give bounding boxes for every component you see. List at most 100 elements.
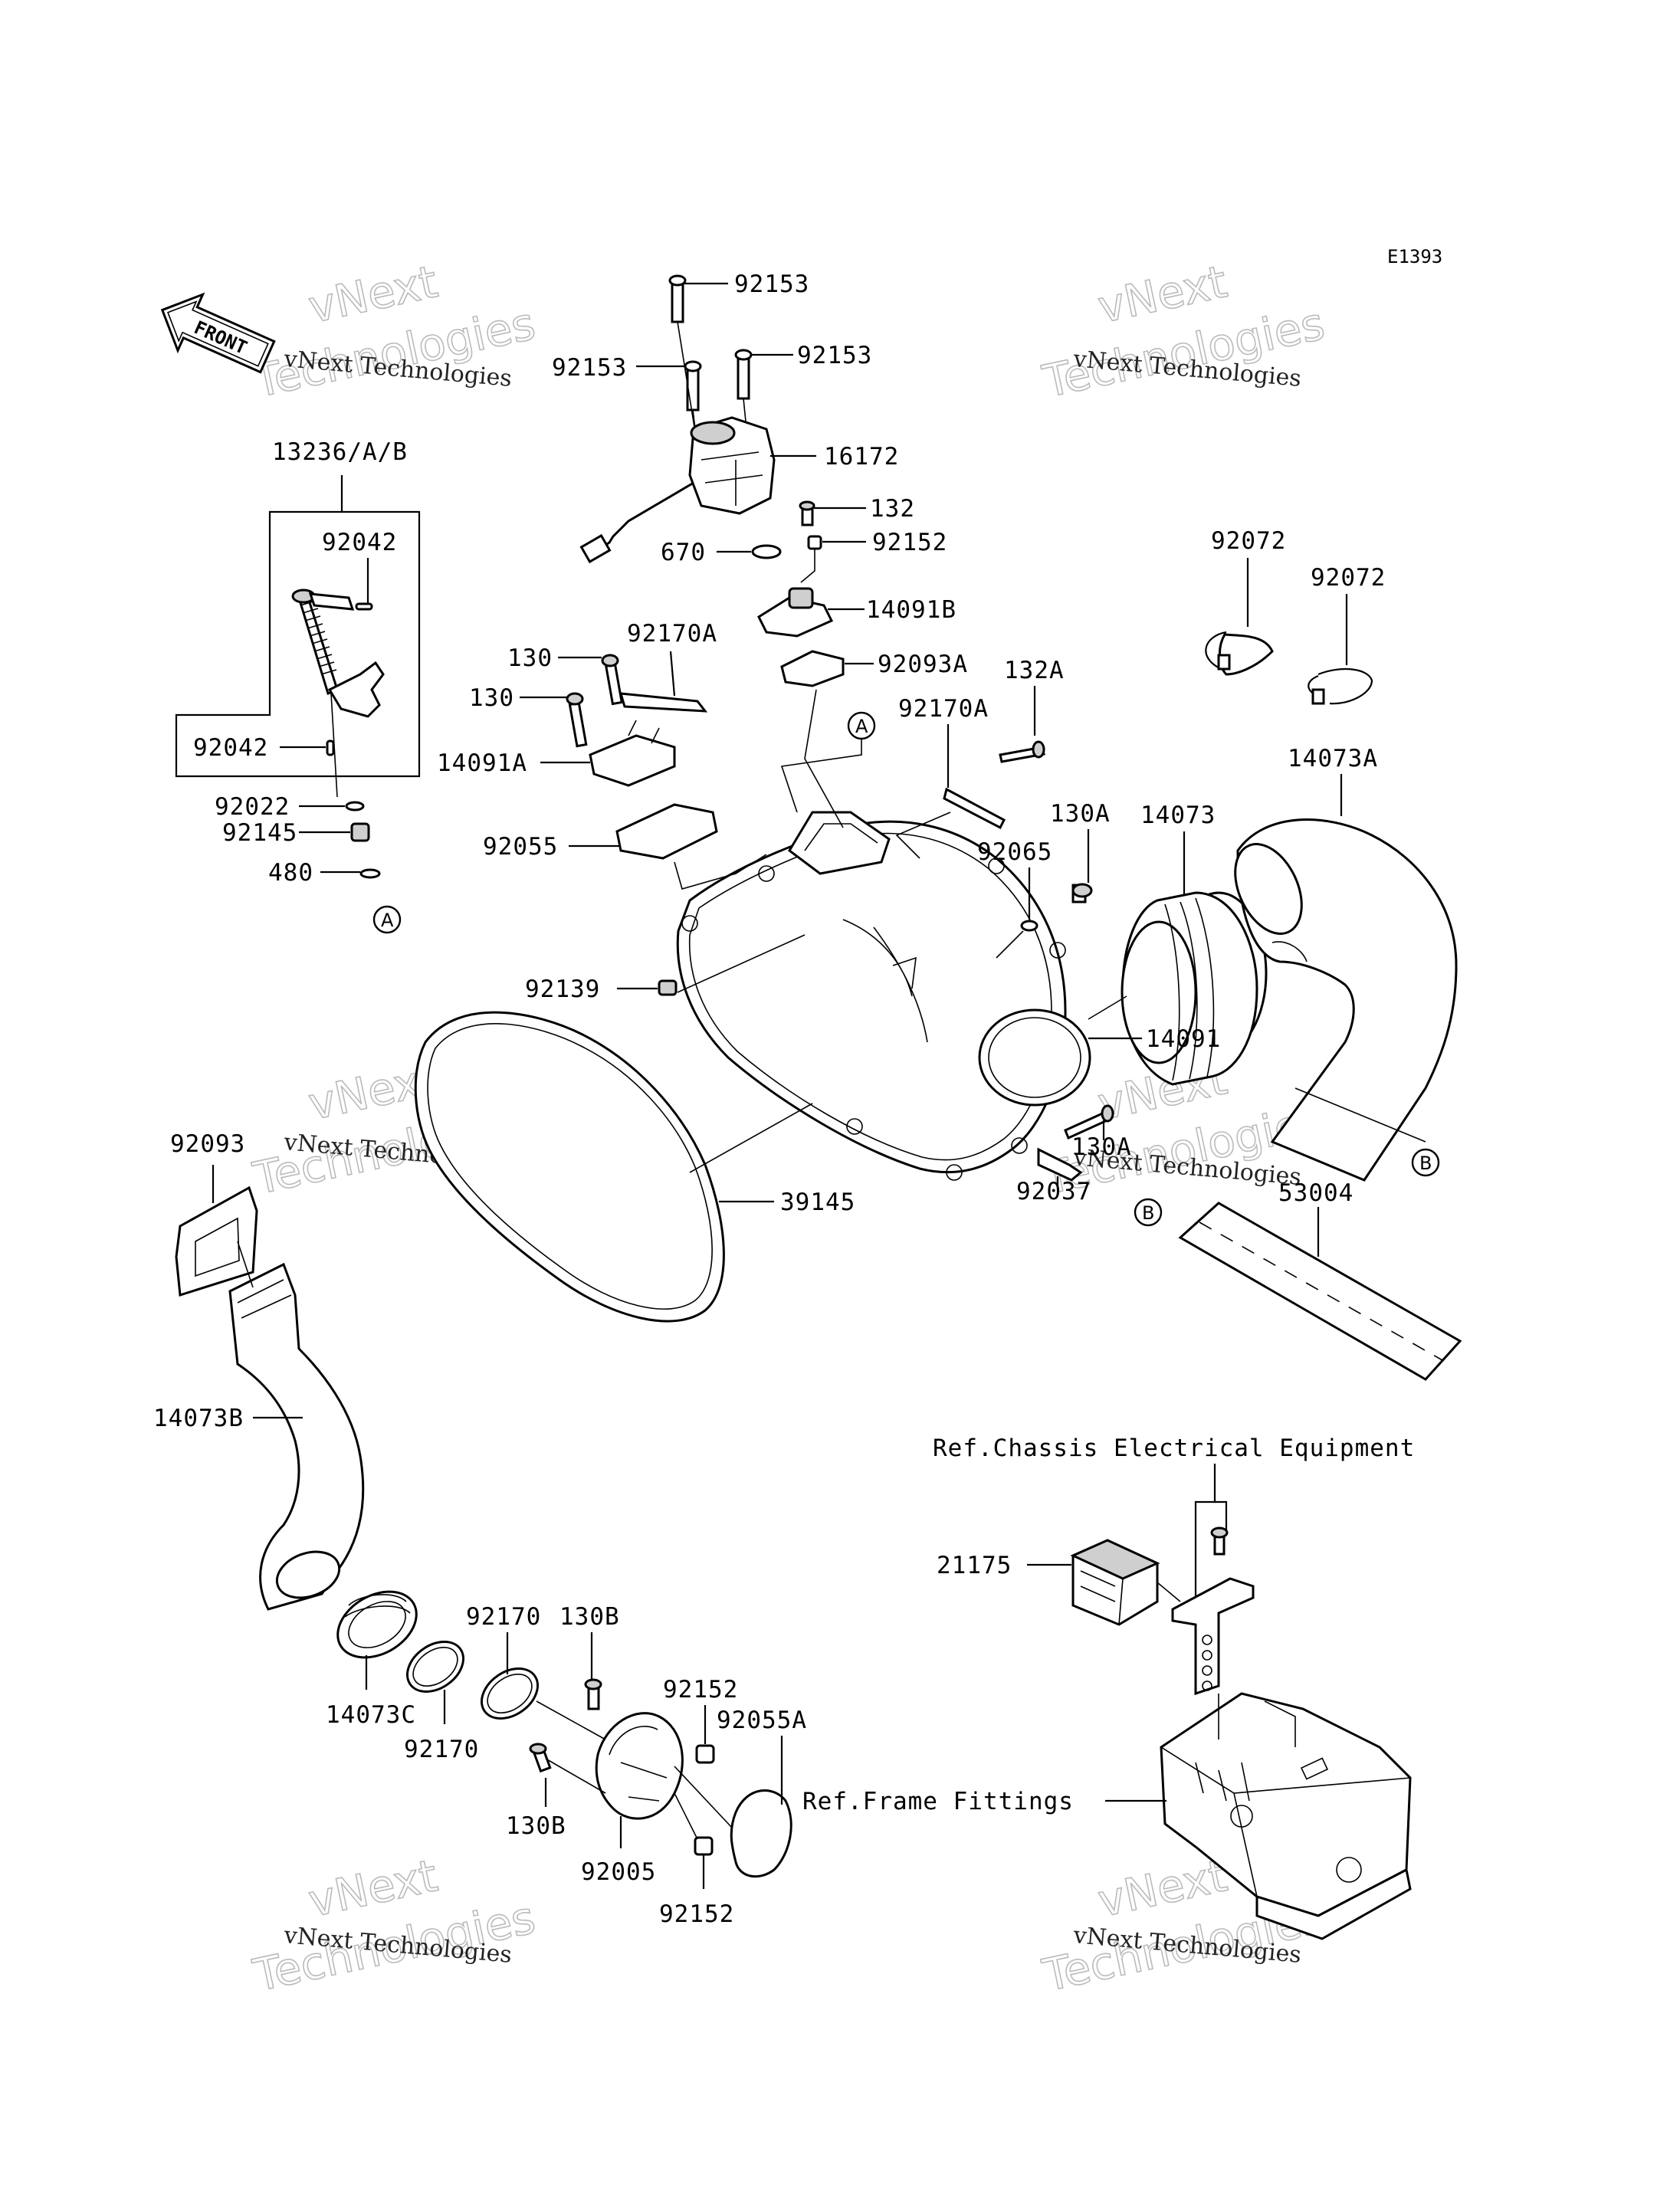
guide-92005-c: [674, 1766, 733, 1828]
cover-14091A: [589, 734, 676, 787]
duct-14073A: [1234, 818, 1458, 1182]
strap-92170A-left: [619, 692, 708, 713]
gasket-92055A: [730, 1789, 792, 1878]
front-arrow: FRONT: [160, 292, 276, 374]
label-21175: 21175: [937, 1552, 1012, 1579]
label-92022: 92022: [215, 793, 290, 821]
label-130B-top: 130B: [559, 1603, 620, 1631]
duct-coupler-14073: [1121, 891, 1268, 1086]
bolt-130-b: [568, 701, 588, 748]
fitting-92005-detail: [609, 1726, 668, 1802]
leader-ref-chassis-2: [1215, 1500, 1228, 1531]
clamp-92072-a-band: [1205, 631, 1227, 672]
washer-92022: [345, 801, 365, 812]
label-92042-bot: 92042: [193, 734, 268, 762]
bracket-13236: [175, 475, 421, 778]
guide-92170A: [895, 812, 951, 859]
label-92139: 92139: [525, 976, 600, 1003]
bolt-head-left: [684, 360, 702, 372]
boss-6: [946, 1164, 963, 1181]
label-92145: 92145: [222, 819, 297, 847]
pin-92042-bot: [326, 739, 335, 756]
seal-39145-inner: [427, 1023, 713, 1310]
clamp-92072-b-band: [1317, 667, 1373, 705]
callout-label: A: [855, 716, 868, 737]
label-130-a: 130: [507, 644, 553, 672]
cover-14091B-boss: [788, 587, 814, 609]
gasket-92093A: [780, 650, 845, 687]
coupler-14073C-rings: [344, 1594, 411, 1618]
ecu-21175-detail: [1080, 1570, 1124, 1625]
guide-92139: [677, 934, 806, 993]
fork: [327, 661, 385, 718]
label-14073C: 14073C: [326, 1701, 416, 1729]
boss-2: [758, 865, 775, 882]
bracket-hole-2: [1202, 1650, 1212, 1661]
front-arrow-icon: [160, 292, 276, 374]
label-92152-bot: 92152: [659, 1900, 734, 1928]
sheet-53004-dash: [1199, 1221, 1443, 1361]
intake-port: [788, 811, 891, 875]
cover-14091A-detail: [628, 720, 660, 744]
label-92153-left: 92153: [552, 354, 627, 382]
coupler-14073C: [336, 1590, 418, 1659]
label-480: 480: [268, 859, 313, 887]
label-92005: 92005: [581, 1858, 656, 1886]
spring-92145: [350, 822, 370, 842]
clamp-92170-b-inner: [487, 1674, 533, 1713]
callout-B-right: B: [1411, 1148, 1440, 1177]
clamp-92170-b: [481, 1667, 539, 1720]
label-92152-mid: 92152: [663, 1676, 738, 1703]
connector: [579, 533, 612, 564]
label-92153-top: 92153: [734, 271, 809, 298]
ring-480: [359, 868, 381, 879]
label-132A: 132A: [1004, 657, 1065, 684]
ecu-bracket: [1171, 1577, 1255, 1696]
battery-box-edge-2: [1233, 1792, 1258, 1897]
gasket-92055: [615, 803, 718, 860]
elbow-14073A-dash: [1294, 1087, 1426, 1143]
leader-92152-14091B: [800, 549, 815, 583]
boss-7: [846, 1118, 863, 1135]
bolt-130-b-head: [566, 692, 584, 706]
label-670: 670: [661, 539, 706, 566]
part-labels: 92153 92153 92153 16172 132 92152 670 14…: [153, 271, 1415, 1928]
bolt-130B-top-head: [584, 1678, 602, 1690]
label-92153-right: 92153: [797, 342, 872, 369]
actuator-motor: [690, 421, 736, 445]
callout-circle: [372, 905, 402, 934]
intake-duct-assembly: [175, 1185, 792, 1878]
bolt-130-a: [604, 663, 623, 706]
outlet-ring-inner: [988, 1017, 1081, 1098]
bolt-130-a-head: [601, 654, 619, 667]
clamp-92072-b-lock: [1311, 688, 1325, 705]
label-14073A: 14073A: [1288, 745, 1378, 772]
label-14073: 14073: [1140, 802, 1216, 829]
callout-B-sheet: B: [1134, 1198, 1163, 1227]
leader-92170A-left: [669, 651, 676, 697]
bolt-130B-bot-head: [529, 1743, 547, 1755]
label-ref-chassis: Ref.Chassis Electrical Equipment: [933, 1435, 1415, 1462]
pin-92042-top: [355, 602, 373, 611]
label-92055: 92055: [483, 833, 558, 861]
cover-plate-assembly: [566, 654, 718, 860]
bolt-92153-right: [737, 355, 750, 400]
bolt-132A-head: [1032, 740, 1045, 759]
outlet-ring: [978, 1008, 1091, 1107]
coupler-14073-rings: [1164, 897, 1215, 1081]
bolt-guide-1: [677, 321, 697, 438]
bush-92152-bot: [694, 1836, 714, 1856]
label-92093: 92093: [170, 1130, 245, 1158]
electrical-assembly: [1070, 1526, 1412, 1940]
battery-box-hole-2: [1336, 1857, 1362, 1883]
label-92170A-left: 92170A: [627, 620, 717, 648]
lever-arm: [308, 592, 355, 611]
o-ring-670: [751, 544, 782, 559]
label-92065: 92065: [977, 838, 1052, 866]
label-130A-b: 130A: [1071, 1133, 1132, 1161]
callout-circle: [1411, 1148, 1440, 1177]
sheet-53004: [1178, 1202, 1462, 1381]
actuator-detail: [701, 451, 763, 506]
bracket-hole-1: [1202, 1635, 1212, 1645]
callout-label: B: [1419, 1153, 1432, 1174]
